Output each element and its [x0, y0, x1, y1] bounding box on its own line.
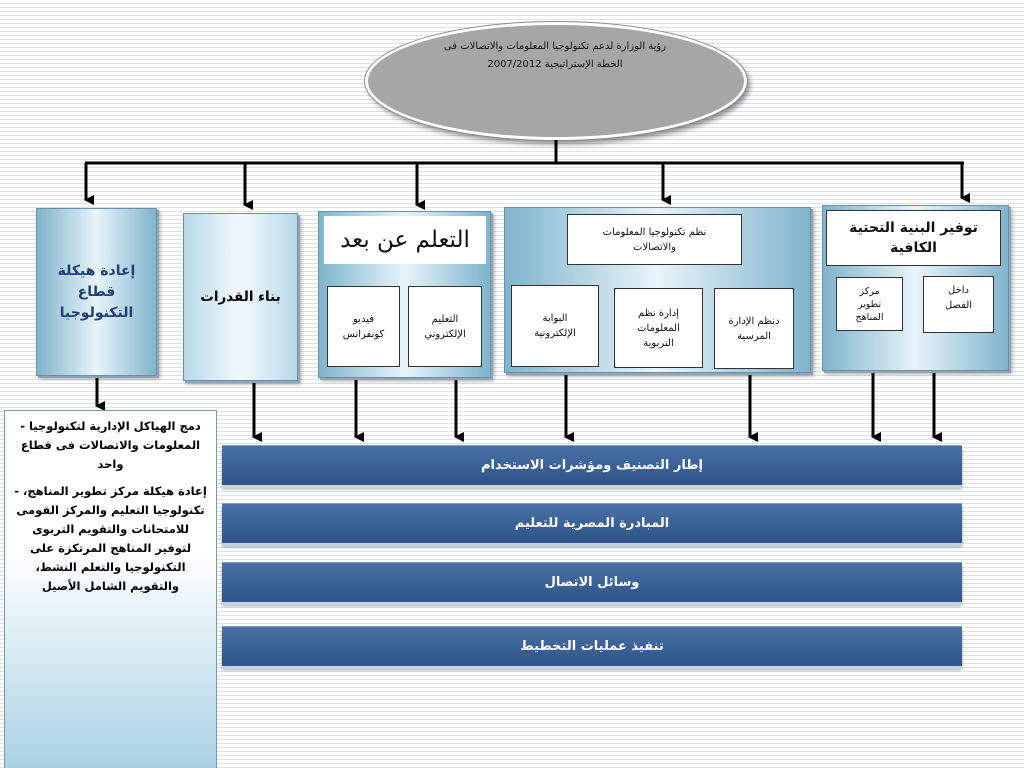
- restructure-line2: قطاع: [77, 283, 116, 300]
- e-portal-line2: الإلكترونية: [534, 328, 576, 339]
- vision-title-line1: رؤية الوزارة لدعم تكنولوجيا المعلومات وا…: [443, 41, 667, 52]
- video-conference-line2: كونفرانس: [342, 328, 385, 340]
- school-management-line1: دنظم الإدارة: [728, 315, 780, 327]
- band-planning-label: تنفيذ عمليات التخطيط: [520, 639, 664, 654]
- infrastructure-title-line1: توفير البنية التحتية: [849, 220, 978, 236]
- restructure-line3: التكنولوجيا: [59, 304, 134, 321]
- band-communication-label: وسائل الاتصال: [544, 575, 640, 590]
- band-initiative-label: المبادرة المصرية للتعليم: [514, 516, 670, 531]
- edu-mis-line2: المعلومات: [637, 322, 680, 334]
- curriculum-center-line1: مركز: [859, 285, 880, 297]
- e-portal-box: البوابة الإلكترونية: [511, 285, 599, 367]
- capacity-building-box: بناء القدرات: [183, 213, 298, 381]
- vision-title-line2: الخطة الإستراتيجية 2007/2012: [487, 59, 623, 70]
- edu-mis-box: إدارة نظم المعلومات التربوية: [614, 288, 703, 368]
- band-classification: إطار التصنيف ومؤشرات الاستخدام: [222, 445, 962, 485]
- ict-systems-title-line2: والاتصالات: [633, 241, 676, 253]
- elearning-box: التعليم الإلكتروني: [408, 286, 482, 367]
- curriculum-center-line3: المناهج: [855, 311, 884, 323]
- distance-learning-title: التعلم عن بعد: [324, 216, 486, 264]
- video-conference-line1: فيديو: [353, 313, 374, 325]
- elearning-line2: الإلكتروني: [424, 328, 466, 340]
- edu-mis-line3: التربوية: [643, 337, 674, 349]
- video-conference-box: فيديو كونفرانس: [327, 286, 400, 367]
- vision-ellipse: [365, 22, 747, 140]
- capacity-building-label: بناء القدرات: [200, 289, 281, 305]
- classroom-line1: داخل: [948, 285, 969, 296]
- elearning-line1: التعليم: [431, 313, 459, 325]
- restructure-line1: إعادة هيكلة: [57, 262, 136, 279]
- band-classification-label: إطار التصنيف ومؤشرات الاستخدام: [481, 458, 703, 473]
- description-para1: دمج الهياكل الإدارية لتكنولوجيا - المعلو…: [20, 419, 201, 471]
- school-management-box: دنظم الإدارة المرسية: [714, 288, 794, 369]
- ict-systems-title: نظم تكنولوجيا المعلومات والاتصالات: [567, 214, 742, 265]
- e-portal-line1: البوابة: [542, 313, 568, 324]
- school-management-line2: المرسية: [737, 330, 771, 342]
- band-communication: وسائل الاتصال: [222, 562, 962, 602]
- curriculum-center-box: مركز تطوير المناهج: [836, 277, 903, 331]
- edu-mis-line1: إدارة نظم: [638, 307, 679, 319]
- ict-systems-title-line1: نظم تكنولوجيا المعلومات: [602, 226, 707, 238]
- curriculum-center-line2: تطوير: [857, 298, 882, 310]
- band-initiative: المبادرة المصرية للتعليم: [222, 503, 962, 543]
- classroom-box: داخل الفصل: [923, 276, 994, 333]
- distance-learning-title-text: التعلم عن بعد: [340, 227, 470, 253]
- vision-title: رؤية الوزارة لدعم تكنولوجيا المعلومات وا…: [410, 38, 700, 74]
- description-panel: دمج الهياكل الإدارية لتكنولوجيا - المعلو…: [4, 410, 217, 768]
- infrastructure-title-line2: الكافية: [890, 240, 937, 256]
- classroom-line2: الفصل: [944, 300, 973, 311]
- restructure-box: إعادة هيكلة قطاع التكنولوجيا: [36, 208, 157, 376]
- infrastructure-title: توفير البنية التحتية الكافية: [826, 210, 1001, 266]
- description-para2: إعادة هيكلة مركز تطوير المناهج، - تكنولو…: [14, 484, 207, 593]
- band-planning: تنفيذ عمليات التخطيط: [222, 626, 962, 666]
